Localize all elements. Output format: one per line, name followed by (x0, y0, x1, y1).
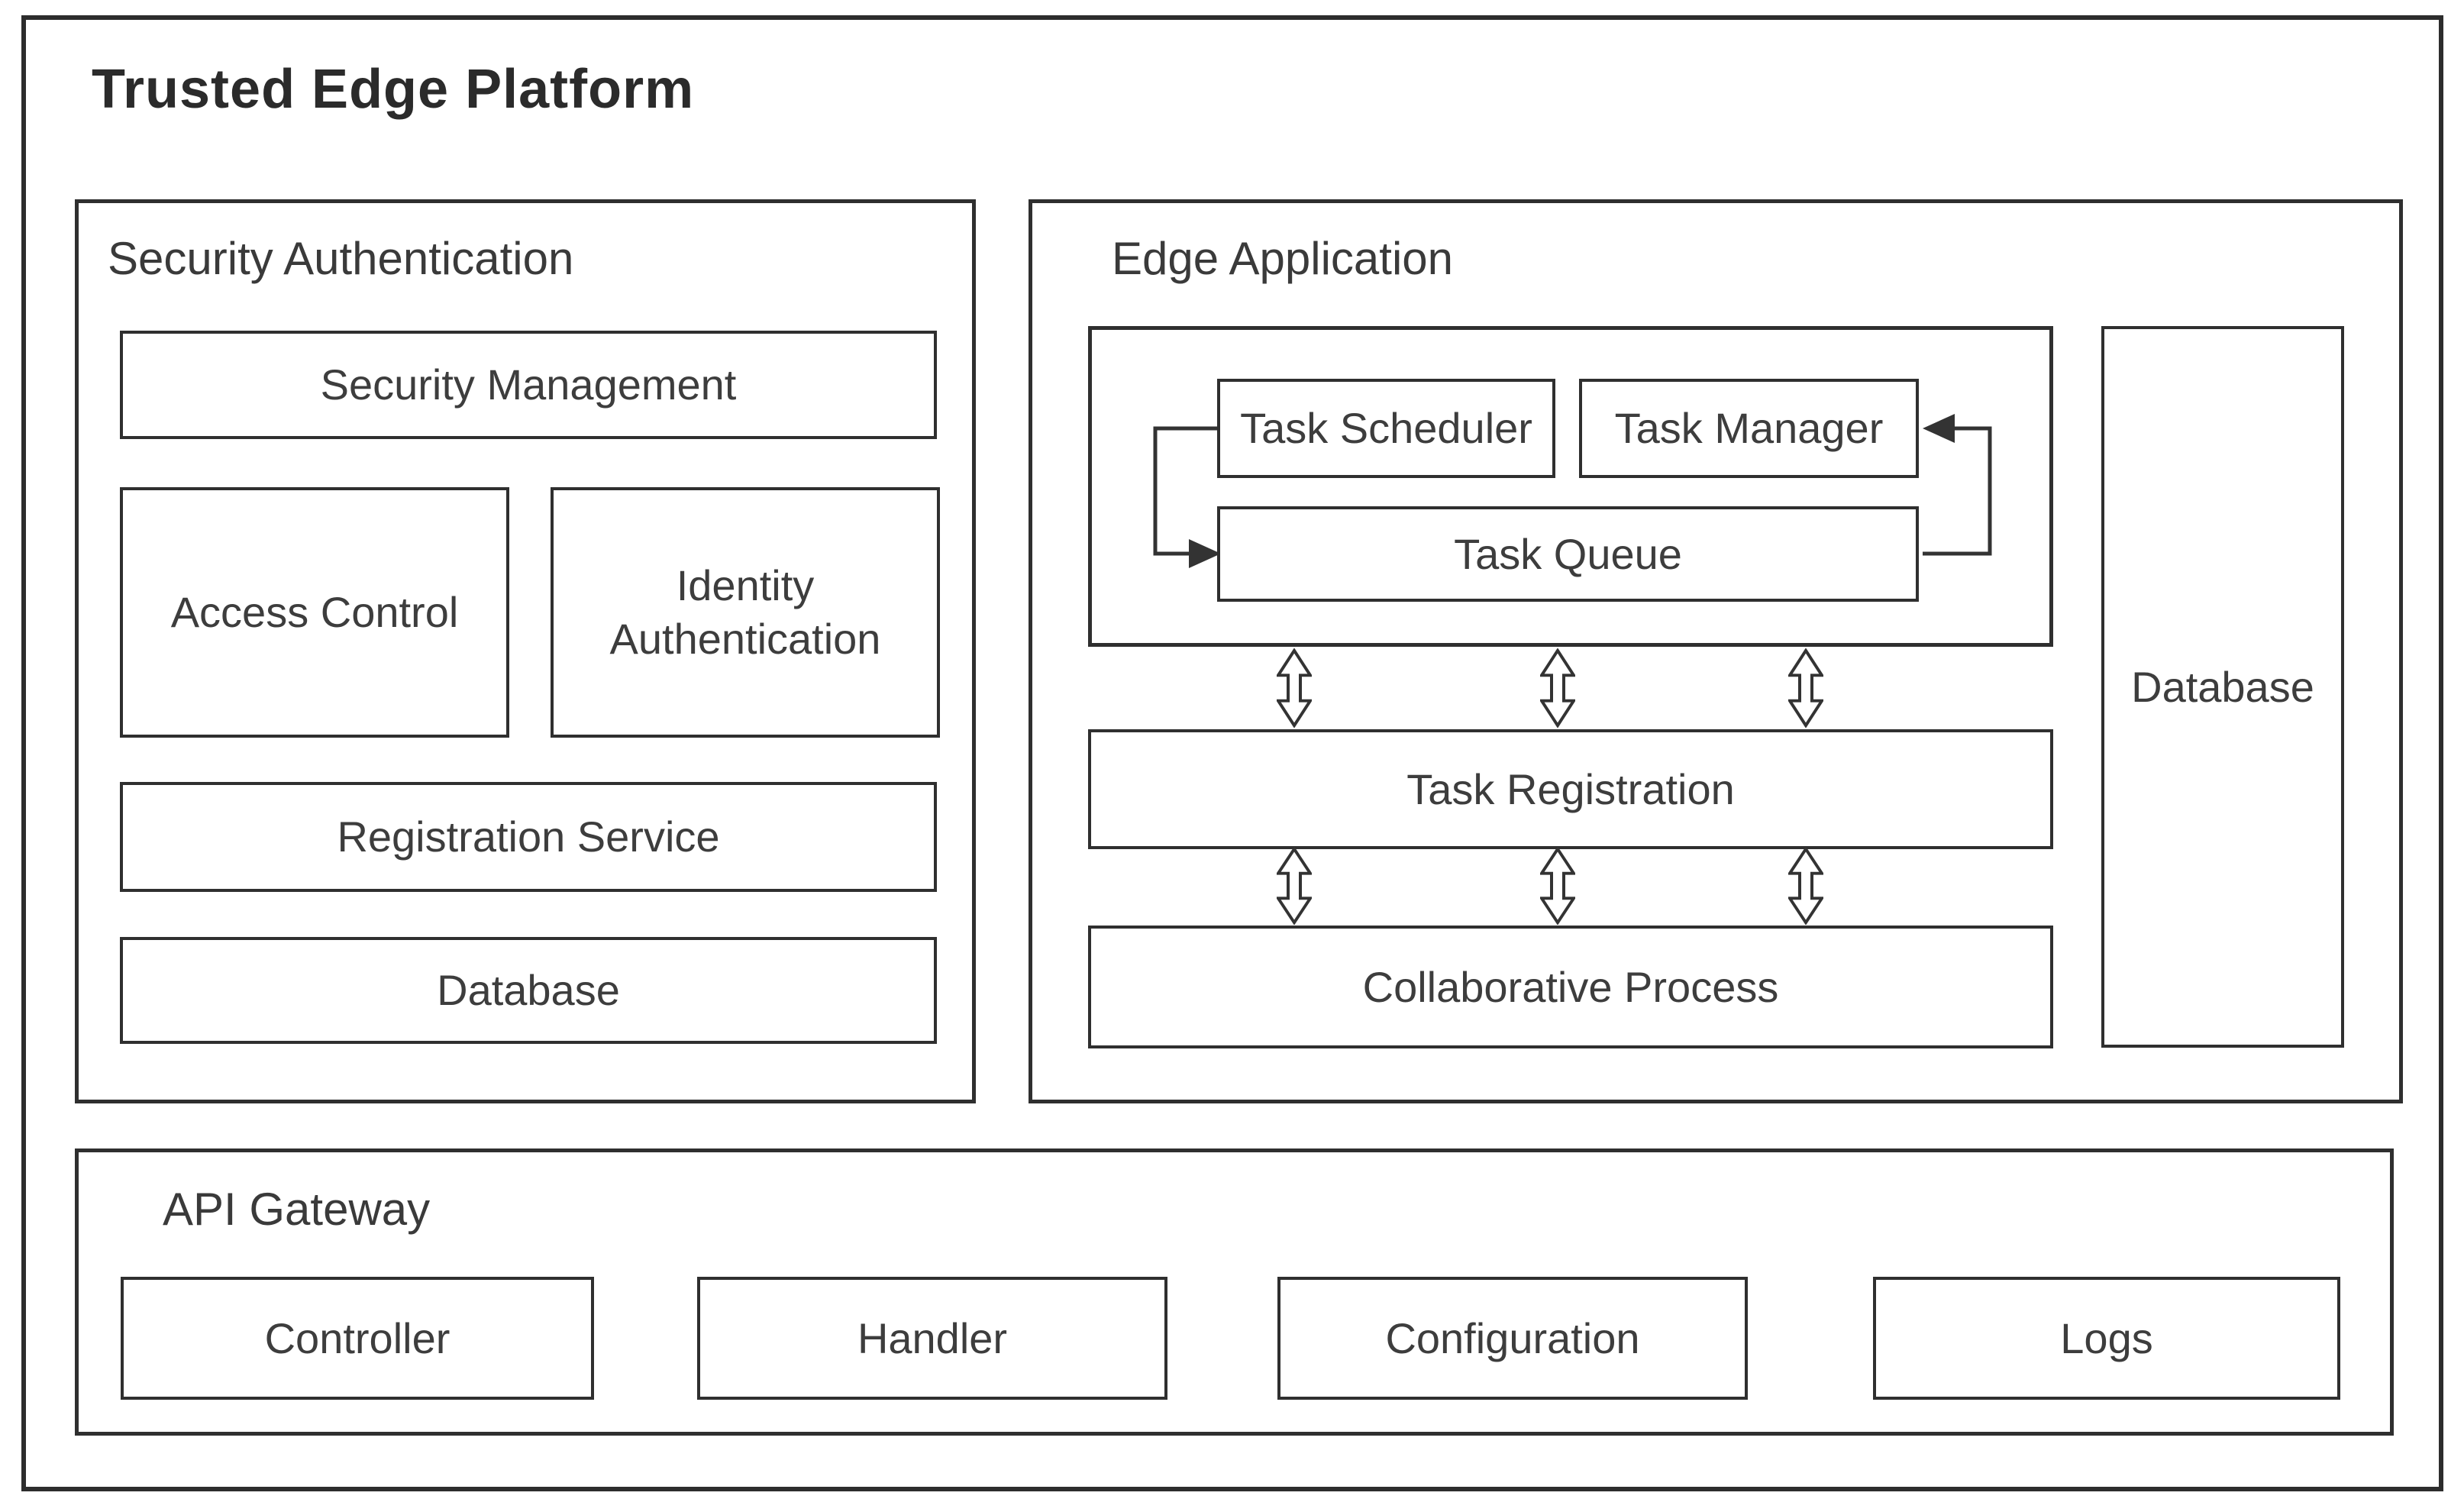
box-security-management: Security Management (120, 331, 937, 439)
box-collaborative-process: Collaborative Process (1088, 926, 2053, 1048)
box-edge-database: Database (2101, 326, 2344, 1048)
task-flow-arrows (1153, 414, 1992, 568)
section-title-security-authentication: Security Authentication (108, 233, 574, 284)
box-access-control: Access Control (120, 487, 509, 738)
double-arrow-icon (1540, 648, 1575, 728)
section-title-api-gateway: API Gateway (163, 1184, 431, 1235)
box-controller: Controller (121, 1277, 594, 1400)
box-configuration: Configuration (1277, 1277, 1748, 1400)
section-edge-application: Edge Application Task Scheduler Task Man (1029, 199, 2403, 1103)
page-title: Trusted Edge Platform (92, 59, 695, 120)
double-arrow-icon (1788, 648, 1823, 728)
box-handler: Handler (697, 1277, 1167, 1400)
box-identity-authentication: Identity Authentication (551, 487, 940, 738)
box-task-registration: Task Registration (1088, 729, 2053, 849)
section-title-edge-application: Edge Application (1112, 233, 1454, 284)
box-task-manager: Task Manager (1579, 379, 1919, 478)
box-registration-service: Registration Service (120, 782, 937, 892)
box-logs: Logs (1873, 1277, 2340, 1400)
double-arrow-icon (1277, 648, 1312, 728)
double-arrow-icon (1540, 847, 1575, 925)
queue-to-manager-arrow (1923, 414, 1992, 556)
section-security-authentication: Security Authentication Security Managem… (75, 199, 976, 1103)
task-core-group: Task Scheduler Task Manager Task Queue (1088, 326, 2053, 647)
scheduler-to-queue-arrow (1153, 426, 1221, 568)
box-task-scheduler: Task Scheduler (1217, 379, 1555, 478)
double-arrow-icon (1277, 847, 1312, 925)
section-api-gateway: API Gateway Controller Handler Configura… (75, 1148, 2394, 1436)
box-security-database: Database (120, 937, 937, 1044)
box-task-queue: Task Queue (1217, 506, 1919, 602)
platform-frame: Trusted Edge Platform Security Authentic… (21, 15, 2443, 1491)
double-arrow-icon (1788, 847, 1823, 925)
